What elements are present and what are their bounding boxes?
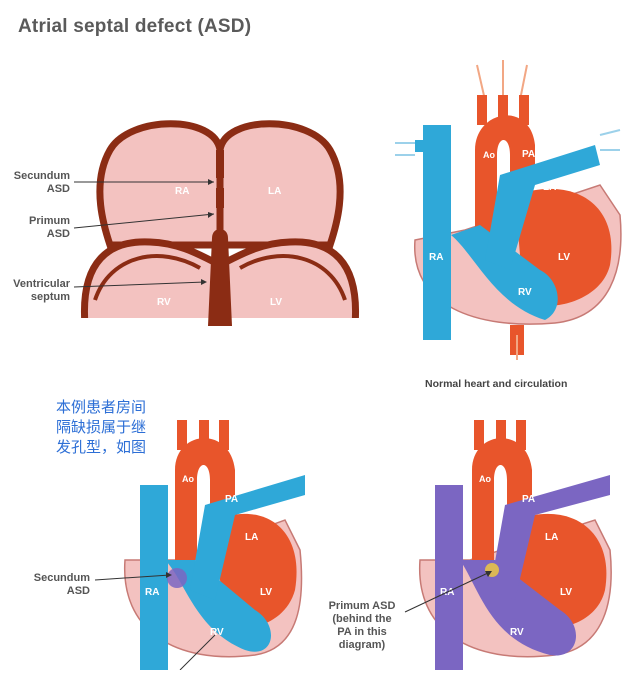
atrial-septum-upper: [216, 150, 224, 178]
normal-heart-caption: Normal heart and circulation: [425, 378, 568, 390]
chamber-label-lv: LV: [270, 297, 282, 308]
normal-label-lv: LV: [558, 252, 570, 263]
secundum-label-la: LA: [245, 532, 258, 543]
right-ventricle-shape: [451, 225, 558, 320]
chamber-label-rv: RV: [157, 297, 171, 308]
chamber-label-la: LA: [268, 186, 281, 197]
normal-label-ra: RA: [429, 252, 443, 263]
pulmonary-artery-shape: [485, 145, 600, 270]
primum-label-ao: Ao: [479, 474, 491, 484]
chamber-label-ra: RA: [175, 186, 189, 197]
aorta-shape: [475, 115, 535, 240]
primum-asd-label: Primum ASD: [29, 215, 70, 240]
primum-label-rv: RV: [510, 627, 524, 638]
annotation-note: 本例患者房间 隔缺损属于继 发孔型，如图: [56, 399, 147, 456]
normal-label-la: LA: [543, 182, 556, 193]
normal-label-pa: PA: [522, 149, 535, 160]
secundum-label-ao: Ao: [182, 474, 194, 484]
primum-heart-label: Primum ASD (behind the PA in this diagra…: [328, 600, 396, 651]
secundum-defect-marker: [167, 568, 187, 588]
left-atrium-shape: [216, 120, 344, 249]
primum-label-la: LA: [545, 532, 558, 543]
secundum-asd-label: Secundum ASD: [13, 170, 70, 195]
secundum-label-pa: PA: [225, 494, 238, 505]
normal-heart-diagram: Ao PA LA RA RV LV: [395, 60, 622, 360]
secundum-label-rv: RV: [210, 627, 224, 638]
ventricular-septum: [208, 229, 232, 326]
secundum-heart-diagram: Ao PA LA RA RV LV: [124, 420, 305, 670]
ventricular-septum-label: Ventricular septum: [13, 278, 70, 303]
right-atrium-shape: [96, 120, 224, 249]
primum-label-lv: LV: [560, 587, 572, 598]
secundum-label-ra: RA: [145, 587, 159, 598]
normal-label-ao: Ao: [483, 150, 495, 160]
secundum-heart-label: Secundum ASD: [33, 572, 90, 597]
primum-heart-diagram: Ao PA LA RA RV LV: [419, 420, 612, 670]
vena-cava-shape: [423, 125, 451, 340]
page-title: Atrial septal defect (ASD): [18, 16, 252, 37]
atrial-septum-mid: [216, 188, 224, 208]
secundum-label-lv: LV: [260, 587, 272, 598]
normal-label-rv: RV: [518, 287, 532, 298]
primum-label-pa: PA: [522, 494, 535, 505]
